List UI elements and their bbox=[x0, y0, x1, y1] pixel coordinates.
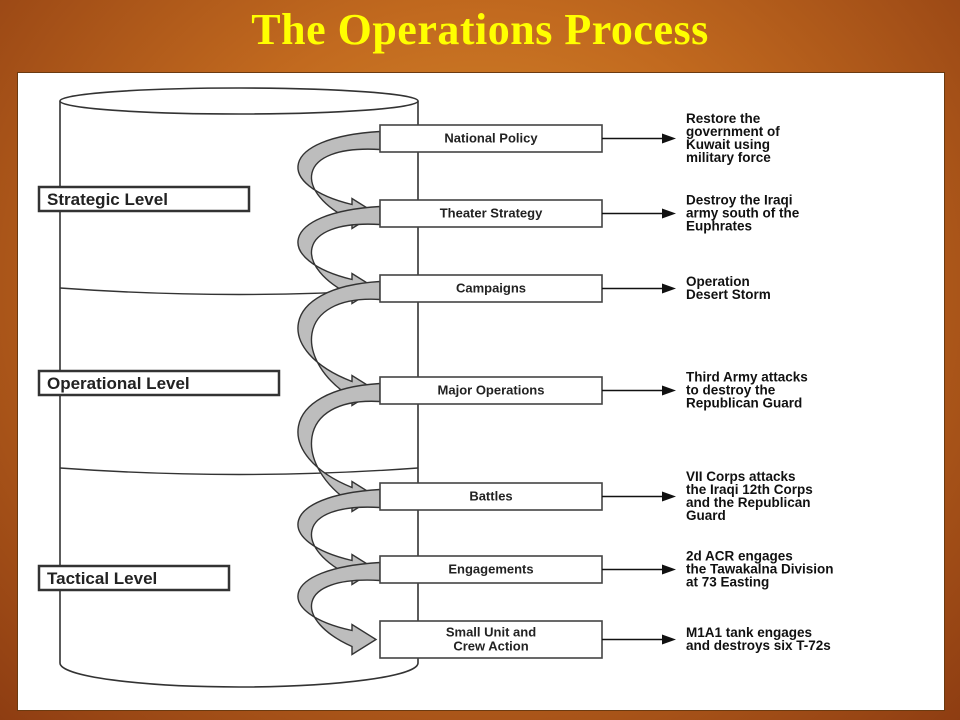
step-2-example-text: army south of the bbox=[686, 206, 800, 221]
step-4-box bbox=[379, 376, 603, 405]
step-1-example-text: military force bbox=[686, 150, 771, 165]
cylinder-top bbox=[59, 87, 419, 115]
step-4-arrowhead bbox=[662, 385, 676, 396]
step-2-label: Theater Strategy bbox=[440, 206, 543, 221]
strategic-level-box bbox=[37, 185, 251, 213]
step-2-example-text: Euphrates bbox=[686, 219, 752, 234]
step-7-label: Crew Action bbox=[453, 639, 528, 654]
step-2-example-text: Destroy the Iraqi bbox=[686, 193, 793, 208]
step-7-box bbox=[379, 620, 603, 659]
step-4-label: Major Operations bbox=[438, 383, 545, 398]
operational-level-label: Operational Level bbox=[47, 374, 190, 393]
strategic-level-label: Strategic Level bbox=[47, 190, 168, 209]
spiral-arrow-6 bbox=[297, 561, 381, 656]
slide-title: The Operations Process bbox=[251, 5, 709, 54]
step-7-arrowhead bbox=[662, 634, 676, 645]
step-5-example-text: Guard bbox=[686, 508, 726, 523]
step-1-example-text: Kuwait using bbox=[686, 137, 770, 152]
step-5-example-text: and the Republican bbox=[686, 495, 811, 510]
step-6-example-text: at 73 Easting bbox=[686, 575, 769, 590]
step-7-example-text: and destroys six T-72s bbox=[686, 638, 831, 653]
step-1-arrowhead bbox=[662, 133, 676, 144]
step-6-example-text: the Tawakalna Division bbox=[686, 562, 834, 577]
step-6-arrowhead bbox=[662, 564, 676, 575]
operational-tactical-divider bbox=[59, 467, 419, 476]
step-3-example-text: Operation bbox=[686, 274, 750, 289]
step-6-label: Engagements bbox=[448, 562, 533, 577]
tactical-level-label: Tactical Level bbox=[47, 569, 157, 588]
step-1-label: National Policy bbox=[444, 131, 538, 146]
tactical-level-box bbox=[37, 564, 231, 592]
spiral-arrows bbox=[297, 130, 381, 656]
step-7-label: Small Unit and bbox=[446, 625, 536, 640]
step-3-example-text: Desert Storm bbox=[686, 287, 771, 302]
step-6-example-text: 2d ACR engages bbox=[686, 549, 793, 564]
step-6-box bbox=[379, 555, 603, 584]
step-3-label: Campaigns bbox=[456, 281, 526, 296]
step-5-example-text: the Iraqi 12th Corps bbox=[686, 482, 813, 497]
step-4-example-text: Republican Guard bbox=[686, 396, 802, 411]
step-4-example-text: Third Army attacks bbox=[686, 370, 808, 385]
step-5-arrowhead bbox=[662, 491, 676, 502]
step-1-example-text: government of bbox=[686, 124, 780, 139]
step-2-arrowhead bbox=[662, 208, 676, 219]
step-3-arrowhead bbox=[662, 283, 676, 294]
step-5-label: Battles bbox=[469, 489, 512, 504]
step-4-example-text: to destroy the bbox=[686, 383, 776, 398]
step-7-example-text: M1A1 tank engages bbox=[686, 625, 812, 640]
step-1-box bbox=[379, 124, 603, 153]
step-5-example-text: VII Corps attacks bbox=[686, 469, 796, 484]
step-1-example-text: Restore the bbox=[686, 111, 761, 126]
step-3-box bbox=[379, 274, 603, 303]
operational-level-box bbox=[37, 369, 281, 397]
